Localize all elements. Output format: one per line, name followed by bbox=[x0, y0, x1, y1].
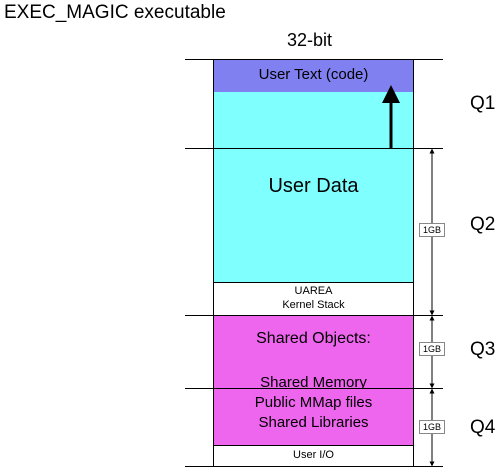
quadrant-q3: Q3 bbox=[470, 339, 496, 360]
size-label-q3: 1GB bbox=[419, 342, 446, 356]
boundary-line bbox=[185, 148, 443, 149]
kernel-stack-label: Kernel Stack bbox=[282, 299, 345, 311]
size-label-q2: 1GB bbox=[419, 223, 446, 237]
region-shared-objects: Shared Objects: Shared Memory bbox=[213, 316, 414, 391]
quadrant-q2: Q2 bbox=[470, 214, 496, 235]
shared-libraries-label: Shared Libraries bbox=[258, 414, 369, 431]
boundary-line bbox=[185, 466, 443, 467]
column-header: 32-bit bbox=[287, 30, 333, 50]
shared-memory-label: Shared Memory bbox=[260, 374, 367, 391]
boundary-line bbox=[185, 388, 443, 389]
boundary-line bbox=[213, 445, 414, 446]
shared-objects-label: Shared Objects: bbox=[256, 330, 371, 347]
uarea-label: UAREA bbox=[294, 285, 333, 297]
region-shared-memory: Public MMap files Shared Libraries bbox=[213, 389, 414, 445]
boundary-line bbox=[185, 59, 443, 60]
size-label-q4: 1GB bbox=[419, 420, 446, 434]
quadrant-q1: Q1 bbox=[470, 93, 496, 114]
public-mmap-label: Public MMap files bbox=[254, 394, 373, 411]
region-user-data: User Data bbox=[213, 149, 414, 282]
region-user-text: User Text (code) bbox=[213, 60, 414, 92]
region-text-growth bbox=[213, 92, 414, 149]
boundary-line bbox=[185, 315, 443, 316]
user-io-label: User I/O bbox=[293, 449, 334, 461]
diagram-title: EXEC_MAGIC executable bbox=[4, 2, 226, 23]
quadrant-q4: Q4 bbox=[470, 417, 496, 438]
user-data-label: User Data bbox=[268, 175, 359, 197]
boundary-line bbox=[213, 282, 414, 283]
region-uarea: UAREA Kernel Stack bbox=[213, 282, 414, 316]
user-text-label: User Text (code) bbox=[258, 66, 369, 83]
